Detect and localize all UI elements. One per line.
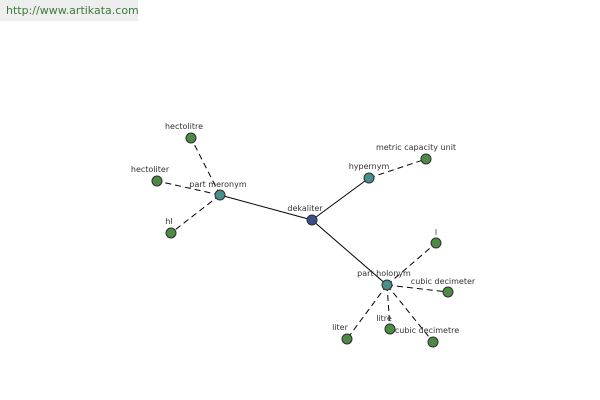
node-l[interactable] xyxy=(430,237,442,249)
node-hl[interactable] xyxy=(165,227,177,239)
edge-dekaliter-part-holonym xyxy=(311,219,388,286)
label-hectoliter[interactable]: hectoliter xyxy=(131,165,170,174)
node-litre[interactable] xyxy=(384,323,396,335)
label-hectolitre[interactable]: hectolitre xyxy=(165,122,203,131)
label-liter[interactable]: liter xyxy=(332,323,349,332)
edge-part-holonym-cubic-decimeter xyxy=(386,284,449,293)
node-hypernym[interactable] xyxy=(363,172,375,184)
edge-hypernym-metric-capacity-unit xyxy=(368,158,427,179)
node-part-meronym[interactable] xyxy=(214,189,226,201)
edge-part-meronym-hectoliter xyxy=(156,180,221,196)
edge-part-holonym-l xyxy=(386,242,437,286)
node-dekaliter[interactable] xyxy=(306,214,318,226)
edge-dekaliter-part-meronym xyxy=(219,194,313,221)
label-hypernym[interactable]: hypernym xyxy=(349,162,390,171)
label-cubic-decimeter[interactable]: cubic decimeter xyxy=(411,277,476,286)
edge-part-holonym-liter xyxy=(346,284,388,340)
node-cubic-decimeter[interactable] xyxy=(442,286,454,298)
edge-part-holonym-cubic-decimetre xyxy=(386,284,434,343)
edge-part-holonym-litre xyxy=(386,284,391,330)
node-part-holonym[interactable] xyxy=(381,279,393,291)
nodes xyxy=(151,132,454,348)
node-hectoliter[interactable] xyxy=(151,175,163,187)
node-cubic-decimetre[interactable] xyxy=(427,336,439,348)
node-hectolitre[interactable] xyxy=(185,132,197,144)
node-liter[interactable] xyxy=(341,333,353,345)
label-hl[interactable]: hl xyxy=(165,217,172,226)
label-l[interactable]: l xyxy=(435,228,437,237)
edges xyxy=(156,137,449,343)
label-part-meronym[interactable]: part meronym xyxy=(189,180,246,189)
edge-part-meronym-hectolitre xyxy=(190,137,221,196)
edge-part-meronym-hl xyxy=(170,194,221,234)
labels: dekaliter part meronym hypernym part hol… xyxy=(131,122,476,335)
source-url[interactable]: http://www.artikata.com xyxy=(0,0,139,21)
label-part-holonym[interactable]: part holonym xyxy=(357,269,411,278)
label-metric-capacity-unit[interactable]: metric capacity unit xyxy=(376,143,456,152)
edge-dekaliter-hypernym xyxy=(311,177,370,221)
node-metric-capacity-unit[interactable] xyxy=(420,153,432,165)
label-dekaliter[interactable]: dekaliter xyxy=(287,204,323,213)
label-cubic-decimetre[interactable]: cubic decimetre xyxy=(395,326,459,335)
label-litre[interactable]: litre xyxy=(376,314,392,323)
